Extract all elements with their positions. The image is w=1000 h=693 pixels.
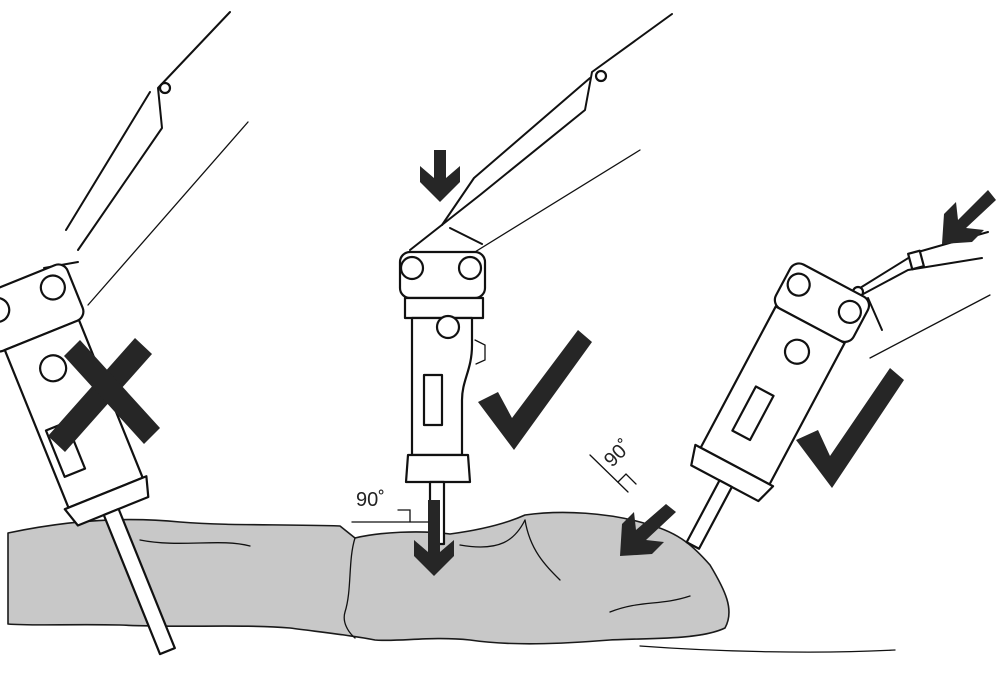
rock-crack bbox=[609, 595, 691, 613]
rock-crack bbox=[343, 537, 356, 639]
ground-line bbox=[639, 645, 896, 653]
ground bbox=[7, 511, 896, 653]
breaker-right bbox=[685, 231, 991, 550]
rock-mass bbox=[7, 511, 730, 645]
arrow-down-icon bbox=[414, 500, 454, 576]
arrow-down-left-icon bbox=[620, 504, 676, 556]
arrow-down-left-icon bbox=[942, 190, 996, 244]
angle-marker-right: 90˚ bbox=[589, 436, 637, 493]
breaker-left bbox=[0, 11, 249, 656]
breaker-center bbox=[398, 13, 673, 546]
rock-crack bbox=[139, 539, 251, 547]
angle-label-center: 90˚ bbox=[356, 489, 385, 511]
checkmark-icon bbox=[796, 368, 904, 488]
checkmark-icon bbox=[478, 330, 592, 450]
rock-crack bbox=[524, 519, 561, 581]
hammer-body-center bbox=[398, 250, 487, 546]
boom-left bbox=[43, 11, 249, 306]
arrow-down-icon bbox=[420, 150, 460, 202]
hammer-body-left bbox=[0, 263, 176, 656]
rock-crack bbox=[459, 519, 526, 548]
cross-icon bbox=[48, 338, 160, 452]
boom-center bbox=[409, 13, 673, 256]
angle-label-right: 90˚ bbox=[600, 436, 636, 472]
angle-marker-center: 90˚ bbox=[351, 489, 429, 523]
hammer-body-right bbox=[685, 262, 871, 550]
